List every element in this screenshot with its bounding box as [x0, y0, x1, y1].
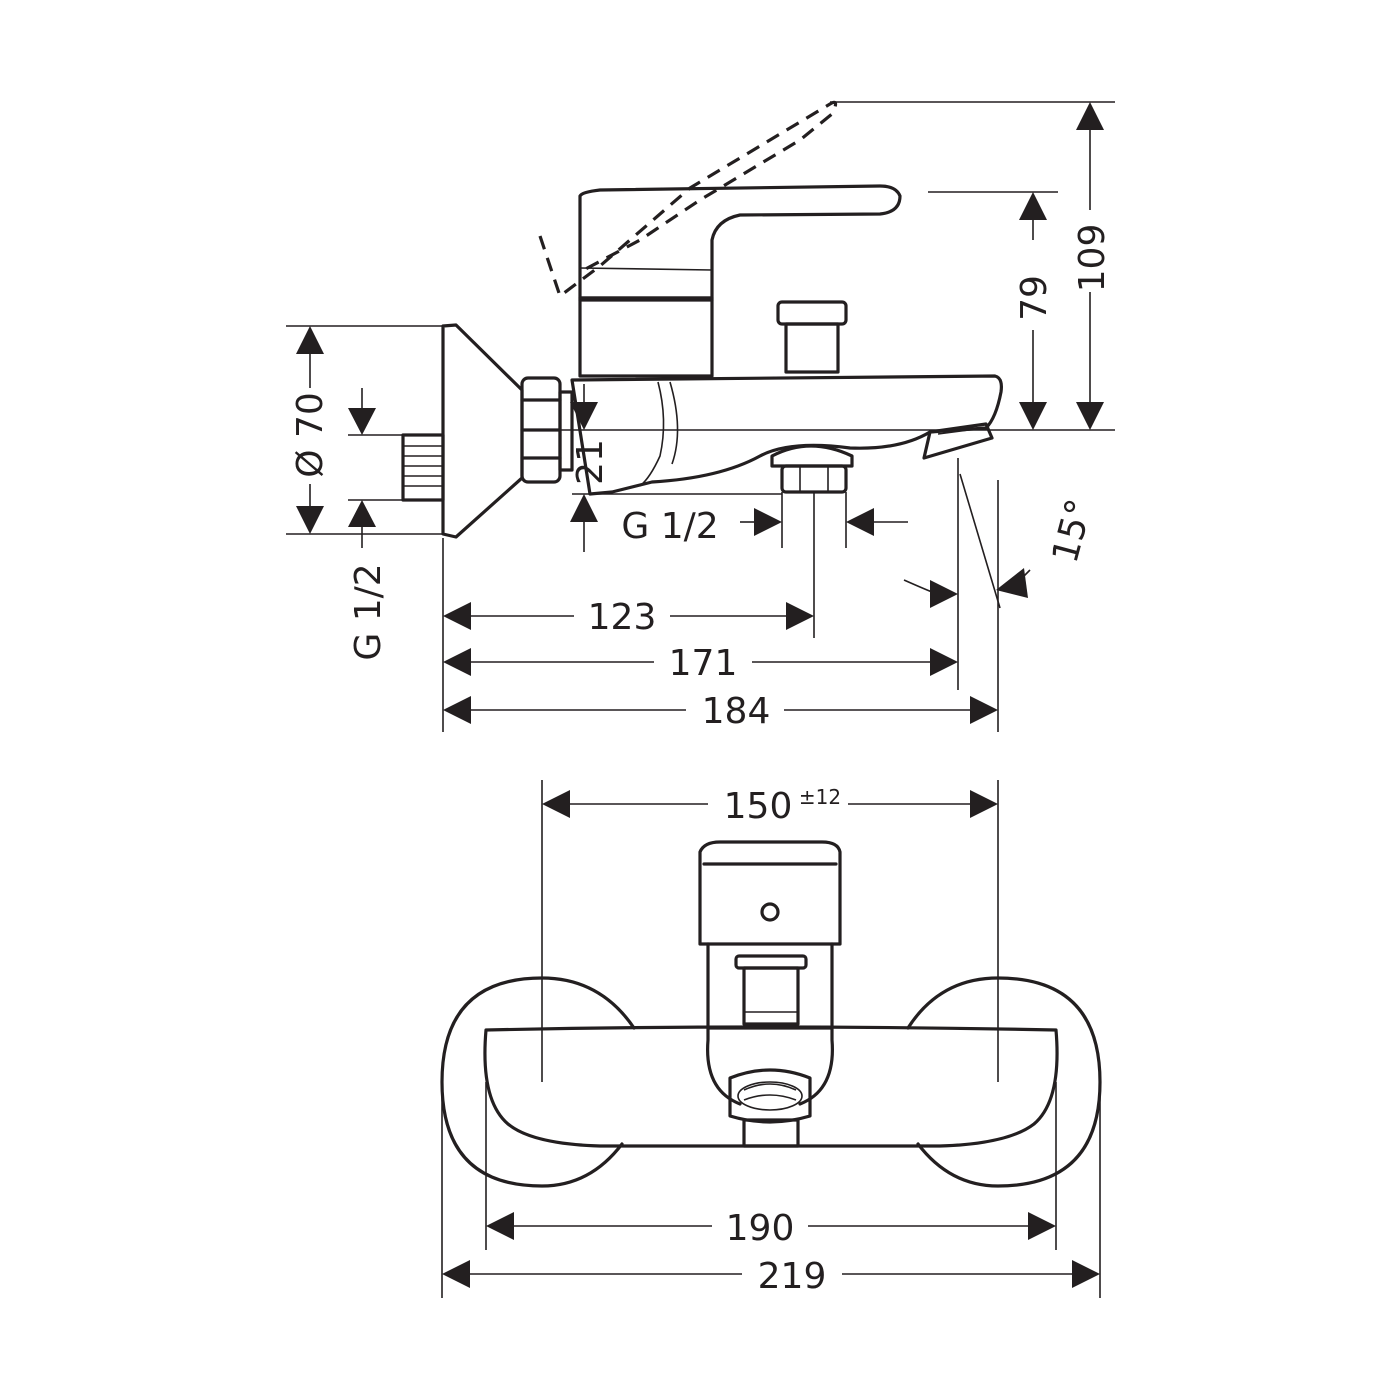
dim-219-label: 219 [758, 1256, 827, 1297]
lever-handle-open [538, 100, 838, 298]
dim-219: 219 [442, 1256, 1100, 1297]
diverter-knob [776, 300, 848, 374]
dim-150: 150 ±12 [542, 785, 998, 827]
dim-inlet-thread-label: G 1/2 [348, 563, 389, 660]
dim-190-label: 190 [726, 1208, 795, 1249]
mixer-body [483, 1025, 1059, 1148]
dim-inlet-thread: G 1/2 [348, 388, 403, 661]
dim-109: 109 [830, 101, 1115, 430]
dim-109-label: 109 [1072, 224, 1113, 293]
dim-angle: 15° [903, 458, 1101, 690]
dim-123: 123 [443, 597, 814, 638]
diverter-front [734, 954, 808, 1026]
spout-body [570, 374, 1003, 496]
dim-21-label: 21 [570, 439, 611, 485]
spout-front [706, 1026, 834, 1148]
dim-123-label: 123 [588, 597, 657, 638]
dim-outlet-thread: G 1/2 [621, 492, 908, 548]
dim-171-label: 171 [669, 643, 738, 684]
inlet-connector [401, 433, 445, 502]
outlet-connector [770, 444, 854, 494]
dim-outlet-thread-label: G 1/2 [621, 506, 718, 547]
dim-150-label: 150 [724, 786, 793, 827]
dim-flange-diameter: Ø 70 [286, 325, 443, 535]
dim-21: 21 [570, 384, 782, 552]
dim-190: 190 [486, 1208, 1056, 1249]
dim-angle-label: 15° [1045, 495, 1101, 567]
dim-150-tolerance: ±12 [799, 785, 841, 809]
dim-flange-diameter-label: Ø 70 [290, 392, 331, 478]
left-wall-disc [440, 976, 636, 1188]
dim-184: 184 [443, 691, 998, 732]
handle-front [698, 840, 842, 946]
spout-aerator [922, 422, 994, 460]
lever-handle [578, 184, 902, 300]
side-view: 109 79 Ø 70 G 1 [286, 100, 1115, 732]
cartridge-front [706, 942, 834, 1030]
dim-184-label: 184 [702, 691, 771, 732]
dim-79-label: 79 [1014, 275, 1055, 321]
dim-171: 171 [443, 643, 958, 684]
right-wall-disc [906, 976, 1102, 1188]
cartridge-column [578, 296, 714, 378]
dim-79: 79 [928, 191, 1058, 430]
front-view: 150 ±12 190 219 [440, 780, 1102, 1298]
wall-flange [441, 323, 524, 539]
